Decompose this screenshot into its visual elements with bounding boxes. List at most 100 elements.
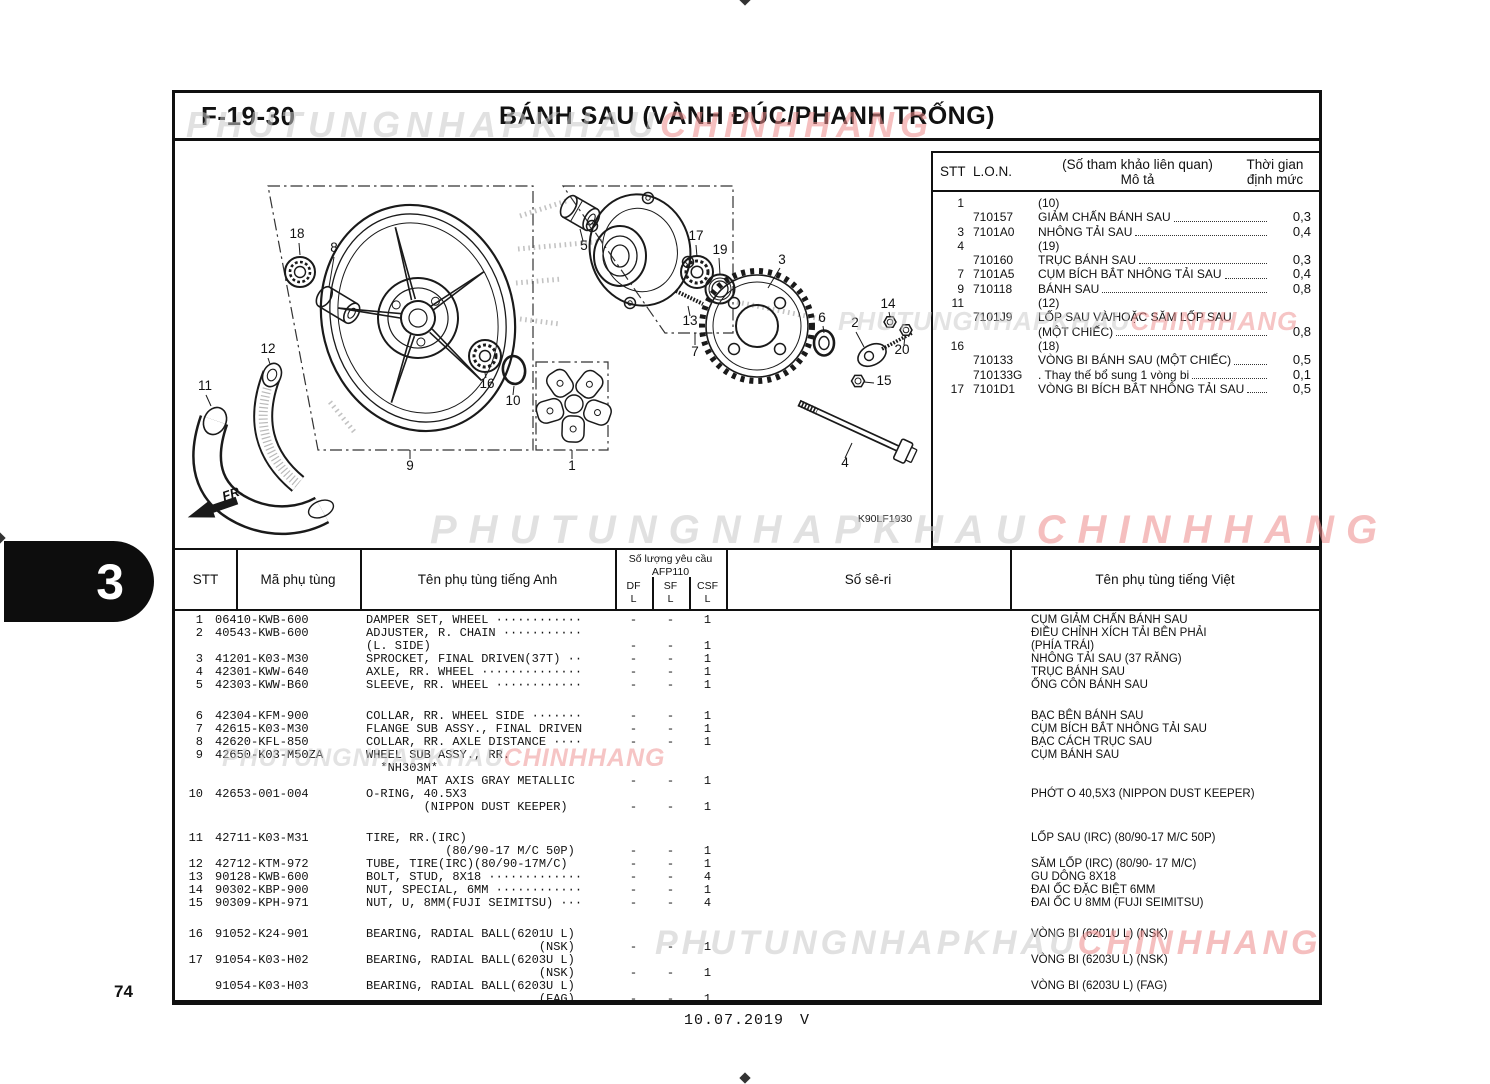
part-qty: - [629, 940, 638, 954]
ref-desc: . Thay thế bổ sung 1 vòng bi [1035, 368, 1268, 382]
part-name-vi: VÒNG BI (6201U L) (NSK) [1031, 928, 1168, 940]
part-name-vi [1011, 801, 1319, 814]
leader-lines [205, 228, 906, 459]
part-label-6: 6 [818, 310, 826, 325]
collar-5 [559, 194, 601, 232]
part-name-vi: BẠC BÊN BÁNH SAU [1031, 710, 1144, 722]
part-label-17: 17 [688, 228, 703, 243]
ref-desc: BÁNH SAU [1035, 282, 1268, 296]
part-code: 42615-K03-M30 [215, 722, 309, 736]
tire-section [192, 406, 335, 536]
table-row: (FAG)--1 [175, 993, 1319, 1006]
part-stt: 6 [195, 709, 203, 723]
part-serial [726, 832, 1011, 845]
part-stt: 5 [195, 678, 203, 692]
table-row: (80/90-17 M/C 50P)--1 [175, 845, 1319, 858]
part-qty [652, 749, 689, 762]
part-name-en: *NH303M* [366, 761, 439, 775]
part-name-vi: CỤM BÍCH BẮT NHÔNG TẢI SAU [1031, 723, 1207, 735]
row-gap [175, 814, 1319, 832]
part-stt [175, 967, 215, 980]
table-row: (NSK)--1 [175, 967, 1319, 980]
ref-time: 0,1 [1292, 366, 1311, 382]
part-qty: 1 [703, 613, 712, 627]
part-name-vi: VÒNG BI (6203U L) (NSK) [1031, 954, 1168, 966]
part-qty [689, 749, 726, 762]
part-stt: 2 [195, 626, 203, 640]
bearing-18 [284, 256, 316, 288]
o-ring-10 [501, 354, 527, 386]
part-stt: 10 [188, 787, 203, 801]
part-serial [726, 723, 1011, 736]
part-qty: 1 [703, 639, 712, 653]
ref-desc: (18) [1035, 339, 1268, 353]
part-qty: 4 [703, 896, 712, 910]
part-qty: - [629, 722, 638, 736]
part-serial [726, 993, 1011, 1006]
seal-19 [704, 273, 736, 305]
fr-arrow [187, 496, 239, 518]
dotted-leader [1135, 234, 1267, 236]
ref-desc: (10) [1035, 196, 1268, 210]
part-qty: - [629, 800, 638, 814]
part-stt: 3 [195, 652, 203, 666]
ref-desc-text: VÒNG BI BÍCH BẮT NHÔNG TẢI SAU [1038, 381, 1245, 396]
nut-15 [850, 374, 866, 388]
ref-time: 0,4 [1292, 223, 1311, 239]
part-stt [175, 980, 215, 993]
diagram-code: K90LF1930 [858, 513, 912, 525]
part-name-en: NUT, SPECIAL, 6MM ············ [366, 883, 583, 897]
stipple-shading [328, 198, 827, 436]
ref-time [1268, 310, 1320, 324]
part-label-10: 10 [505, 393, 520, 408]
part-qty: 1 [703, 709, 712, 723]
part-stt: 15 [188, 896, 203, 910]
ref-desc-text: (10) [1038, 196, 1060, 210]
ref-time [1268, 296, 1320, 310]
part-name-en: COLLAR, RR. AXLE DISTANCE ···· [366, 735, 583, 749]
part-name-vi: ỐNG CÔN BÁNH SAU [1031, 679, 1148, 691]
part-code: 42304-KFM-900 [215, 709, 309, 723]
part-serial [726, 679, 1011, 692]
part-serial [726, 928, 1011, 941]
part-stt: 9 [195, 748, 203, 762]
part-qty: - [629, 678, 638, 692]
part-name-vi: ĐAI ỐC U 8MM (FUJI SEIMITSU) [1031, 897, 1204, 909]
reference-table-header: STT L.O.N. (Số tham khảo liên quan) Mô t… [933, 153, 1320, 192]
part-serial [726, 897, 1011, 910]
part-qty: - [666, 722, 675, 736]
part-qty: 1 [703, 774, 712, 788]
part-qty: - [666, 709, 675, 723]
part-stt: 8 [195, 735, 203, 749]
part-name-en: BEARING, RADIAL BALL(6201U L) [366, 927, 575, 941]
parts-header-col-sf: SF [663, 580, 678, 592]
dotted-leader [1247, 392, 1267, 394]
part-name-en: SLEEVE, RR. WHEEL ············ [366, 678, 583, 692]
ref-lon: 7101A0 [973, 224, 1015, 239]
part-name-en: TUBE, TIRE(IRC)(80/90-17M/C) [366, 857, 568, 871]
dotted-leader [1224, 277, 1267, 279]
part-label-16: 16 [479, 376, 494, 391]
part-qty: 1 [703, 678, 712, 692]
part-qty: 1 [703, 966, 712, 980]
ref-row: 16(18) [933, 339, 1320, 353]
page-header: F-19-30 BÁNH SAU (VÀNH ĐÚC/PHANH TRỐNG) [175, 93, 1319, 141]
regmark-bottom [739, 1072, 751, 1084]
part-qty: - [629, 966, 638, 980]
part-code: 42653-001-004 [215, 787, 309, 801]
part-serial [726, 762, 1011, 775]
part-stt: 11 [188, 831, 203, 845]
part-qty: - [629, 857, 638, 871]
part-name-en: COLLAR, RR. WHEEL SIDE ······· [366, 709, 583, 723]
part-name-en: MAT AXIS GRAY METALLIC [366, 774, 575, 788]
part-code [215, 801, 366, 814]
